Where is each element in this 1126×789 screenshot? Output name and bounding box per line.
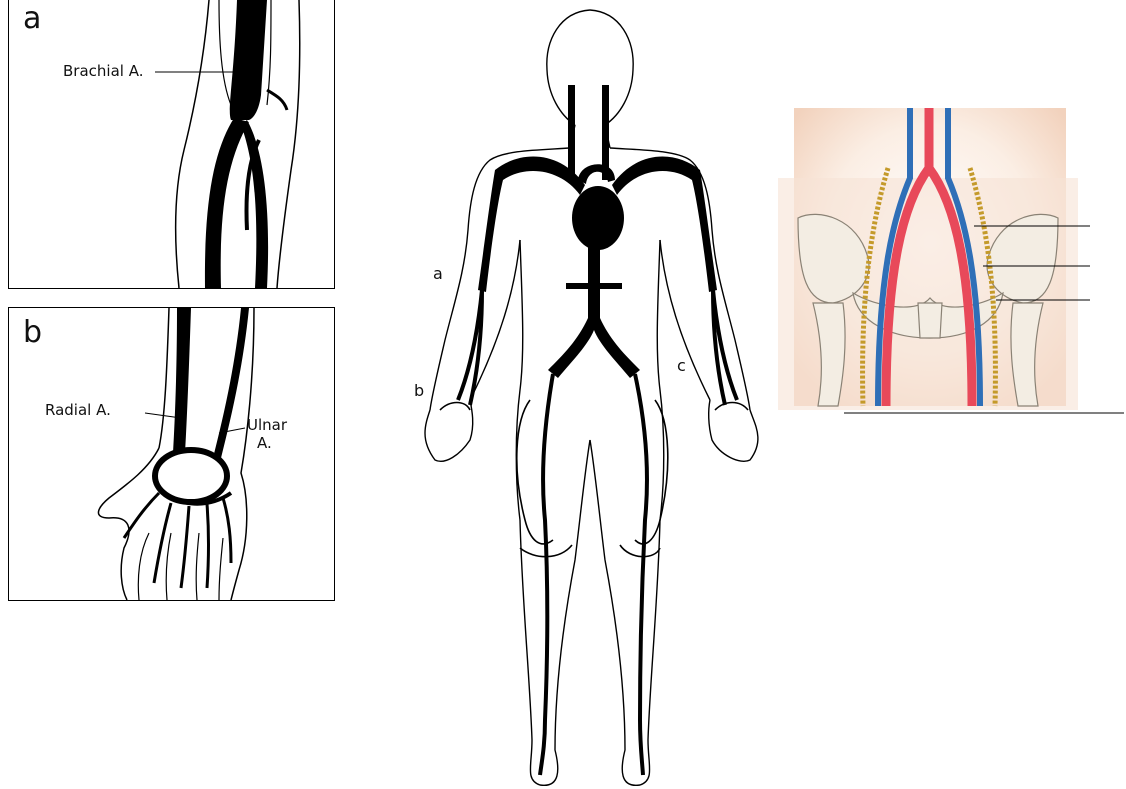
pelvis-drawing xyxy=(778,108,1124,420)
ulnar-artery-label-line2: A. xyxy=(257,434,272,452)
radial-artery-label: Radial A. xyxy=(45,401,111,419)
brachial-leader-line xyxy=(9,0,334,288)
panel-b-letter: b xyxy=(23,318,42,348)
panel-b-hand: b Radial A. Ulnar A. xyxy=(8,307,335,601)
hand-drawing xyxy=(9,308,334,600)
body-site-c: c xyxy=(677,356,686,375)
panel-a-brachial: a Brachial A. xyxy=(8,0,335,289)
body-site-a: a xyxy=(433,264,443,283)
pelvis-vessel-illustration xyxy=(778,108,1124,420)
body-site-b: b xyxy=(414,381,424,400)
ulnar-artery-label-line1: Ulnar xyxy=(247,416,287,434)
